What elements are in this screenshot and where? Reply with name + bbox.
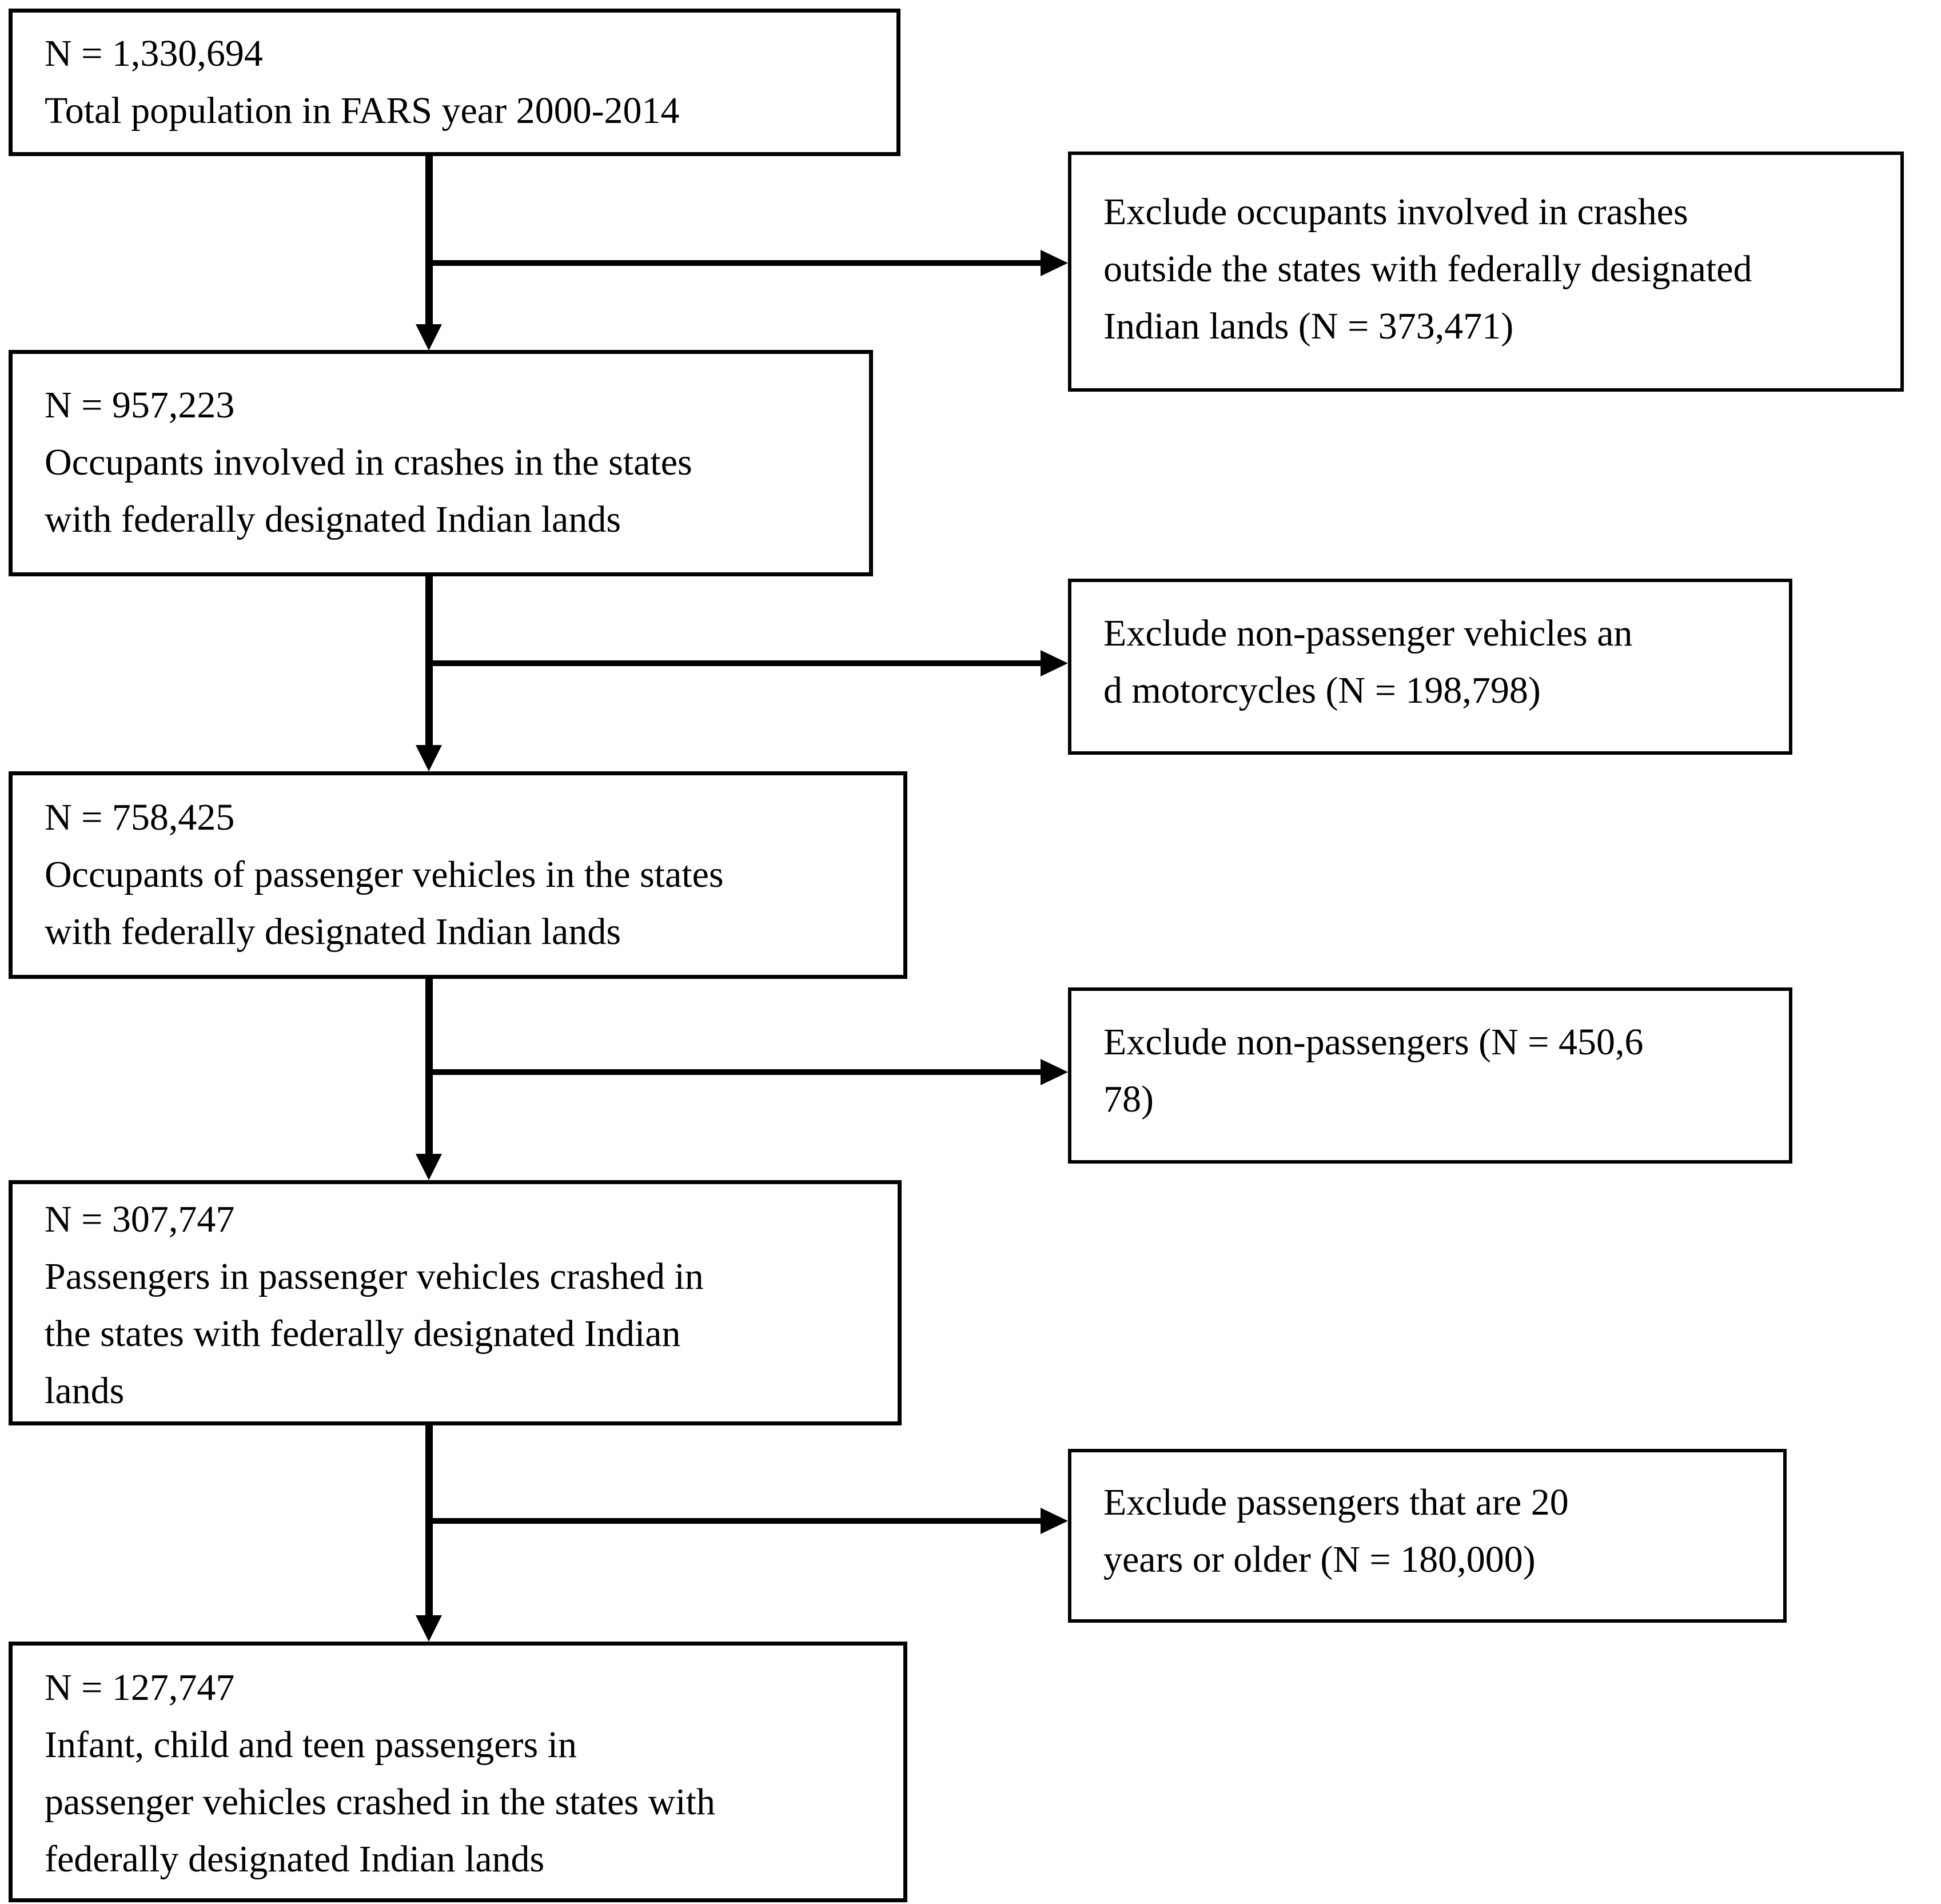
box-description-text: federally designated Indian lands [45, 1838, 545, 1880]
box-description-text: Occupants of passenger vehicles in the s… [45, 854, 724, 895]
box-description-text: Infant, child and teen passengers in [45, 1724, 577, 1766]
exclusion-text: Exclude non-passenger vehicles an [1103, 612, 1633, 654]
arrowhead-down-icon [416, 1154, 442, 1180]
exclusion-text: d motorcycles (N = 198,798) [1103, 670, 1541, 711]
sample-size-text: N = 957,223 [45, 384, 235, 426]
occupants-indian-lands-states-box: N = 957,223 Occupants involved in crashe… [9, 350, 873, 576]
box-description-text: lands [45, 1370, 125, 1412]
exclusion-text: years or older (N = 180,000) [1103, 1539, 1536, 1580]
exclusion-text: Indian lands (N = 373,471) [1103, 305, 1514, 347]
box-description-text: Passengers in passenger vehicles crashed… [45, 1256, 704, 1297]
arrowhead-down-icon [416, 745, 442, 771]
arrowhead-right-icon [1041, 650, 1068, 676]
exclude-non-passenger-vehicles-box: Exclude non-passenger vehicles an d moto… [1068, 579, 1792, 755]
exclusion-text: Exclude passengers that are 20 [1103, 1481, 1569, 1523]
box-description-text: with federally designated Indian lands [45, 499, 621, 540]
sample-size-text: N = 307,747 [45, 1198, 235, 1240]
box-description-text: Occupants involved in crashes in the sta… [45, 441, 692, 483]
arrow-shaft [425, 1069, 1042, 1075]
arrowhead-right-icon [1041, 1508, 1068, 1534]
arrow-shaft [425, 979, 433, 1154]
exclude-outside-states-box: Exclude occupants involved in crashes ou… [1068, 152, 1904, 392]
arrow-shaft [425, 260, 1042, 266]
box-description-text: the states with federally designated Ind… [45, 1313, 681, 1355]
exclusion-text: Exclude occupants involved in crashes [1103, 191, 1688, 233]
passenger-vehicle-occupants-box: N = 758,425 Occupants of passenger vehic… [9, 771, 907, 979]
arrowhead-right-icon [1041, 250, 1068, 276]
passengers-in-passenger-vehicles-box: N = 307,747 Passengers in passenger vehi… [9, 1180, 902, 1425]
exclusion-text: 78) [1103, 1078, 1154, 1120]
exclusion-text: outside the states with federally design… [1103, 248, 1752, 290]
arrow-shaft [425, 156, 433, 324]
infant-child-teen-passengers-box: N = 127,747 Infant, child and teen passe… [9, 1642, 907, 1902]
box-description-text: with federally designated Indian lands [45, 911, 621, 953]
box-description-text: passenger vehicles crashed in the states… [45, 1781, 715, 1823]
arrowhead-down-icon [416, 1615, 442, 1642]
total-population-box: N = 1,330,694 Total population in FARS y… [9, 9, 900, 156]
exclude-age-20-plus-box: Exclude passengers that are 20 years or … [1068, 1449, 1787, 1623]
arrow-shaft [425, 660, 1042, 666]
exclude-non-passengers-box: Exclude non-passengers (N = 450,6 78) [1068, 987, 1792, 1164]
arrowhead-down-icon [416, 324, 442, 350]
arrow-shaft [425, 1518, 1042, 1524]
sample-size-text: N = 1,330,694 [45, 33, 263, 74]
sample-size-text: N = 758,425 [45, 796, 235, 838]
arrowhead-right-icon [1041, 1059, 1068, 1085]
box-description-text: Total population in FARS year 2000-2014 [45, 90, 680, 132]
exclusion-text: Exclude non-passengers (N = 450,6 [1103, 1021, 1644, 1063]
sample-size-text: N = 127,747 [45, 1667, 235, 1708]
